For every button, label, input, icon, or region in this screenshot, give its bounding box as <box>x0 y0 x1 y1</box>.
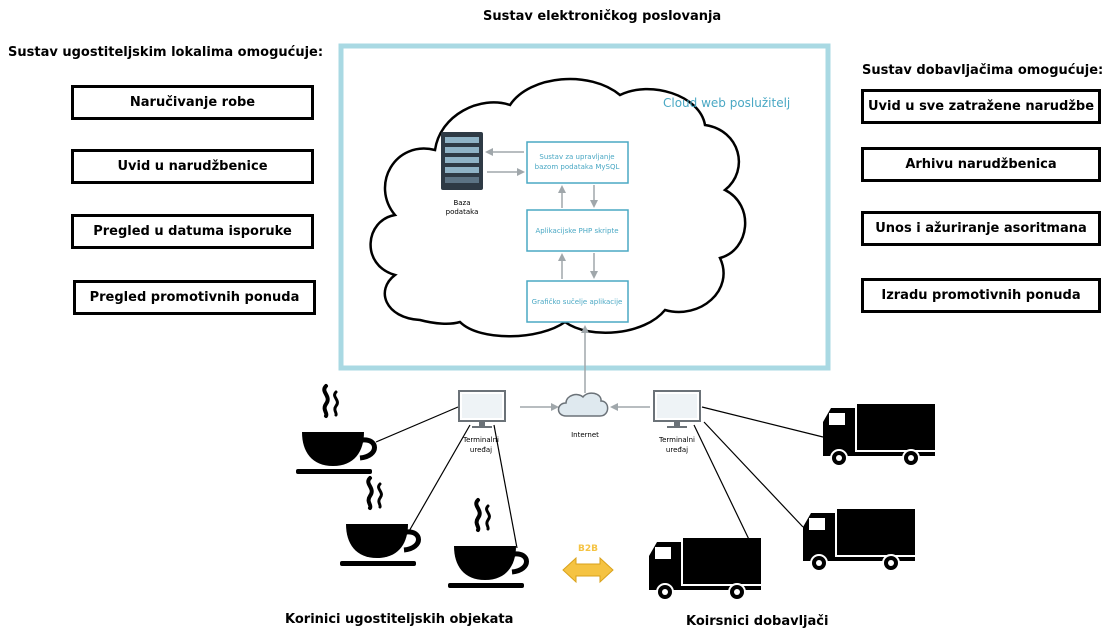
link-terminal-truck-1 <box>701 406 824 438</box>
right-footer: Koirsnici dobavljači <box>686 614 829 629</box>
terminal-right-label-1: Terminalni <box>658 436 695 444</box>
diagram-title: Sustav elektroničkog poslovanja <box>483 9 722 24</box>
feature-box-left-2: Uvid u narudžbenice <box>71 149 314 184</box>
feature-box-right-2: Arhivu narudžbenica <box>861 147 1101 182</box>
feature-box-right-4: Izradu promotivnih ponuda <box>861 278 1101 313</box>
dbms-label-1: Sustav za upravljanje <box>539 153 614 161</box>
feature-box-left-3: Pregled u datuma isporuke <box>71 214 314 249</box>
coffee-cup-icon-3 <box>448 500 527 588</box>
terminal-right-icon <box>653 390 701 429</box>
truck-icon-2 <box>802 508 916 572</box>
b2b-label: B2B <box>578 544 598 554</box>
feature-box-left-1: Naručivanje robe <box>71 85 314 120</box>
terminal-right-label-2: uređaj <box>666 446 688 454</box>
link-terminal-cup-2 <box>407 424 471 534</box>
truck-icon-3 <box>648 537 762 601</box>
internet-label: Internet <box>571 431 599 439</box>
dbms-box <box>526 141 629 184</box>
left-heading: Sustav ugostiteljskim lokalima omogućuje… <box>8 45 324 60</box>
dbms-label-2: bazom podataka MySQL <box>535 163 620 171</box>
truck-icon-1 <box>822 403 936 467</box>
php-label: Aplikacijske PHP skripte <box>535 227 618 235</box>
feature-box-left-4: Pregled promotivnih ponuda <box>73 280 316 315</box>
coffee-cup-icon-1 <box>296 386 375 474</box>
left-footer: Korinici ugostiteljskih objekata <box>285 612 514 627</box>
terminal-left-label-1: Terminalni <box>462 436 499 444</box>
internet-cloud-icon <box>557 392 609 417</box>
link-terminal-truck-2 <box>703 421 804 528</box>
gui-label: Grafičko sučelje aplikacije <box>532 298 623 306</box>
terminal-left-label-2: uređaj <box>470 446 492 454</box>
feature-box-right-1: Uvid u sve zatražene narudžbe <box>861 89 1101 124</box>
terminal-left-icon <box>458 390 506 429</box>
b2b-arrow-icon <box>562 556 614 584</box>
link-terminal-cup-3 <box>493 424 518 549</box>
coffee-cup-icon-2 <box>340 478 419 566</box>
database-label-2: podataka <box>446 208 479 216</box>
database-label-1: Baza <box>453 199 470 207</box>
feature-box-right-3: Unos i ažuriranje asoritmana <box>861 211 1101 246</box>
right-heading: Sustav dobavljačima omogućuje: <box>862 63 1102 78</box>
cloud-label: Cloud web poslužitelj <box>663 96 790 110</box>
link-terminal-truck-3 <box>693 424 756 553</box>
database-server-icon <box>441 132 483 190</box>
php-box <box>526 209 629 252</box>
gui-box <box>526 280 629 323</box>
link-terminal-cup-1 <box>375 406 459 443</box>
